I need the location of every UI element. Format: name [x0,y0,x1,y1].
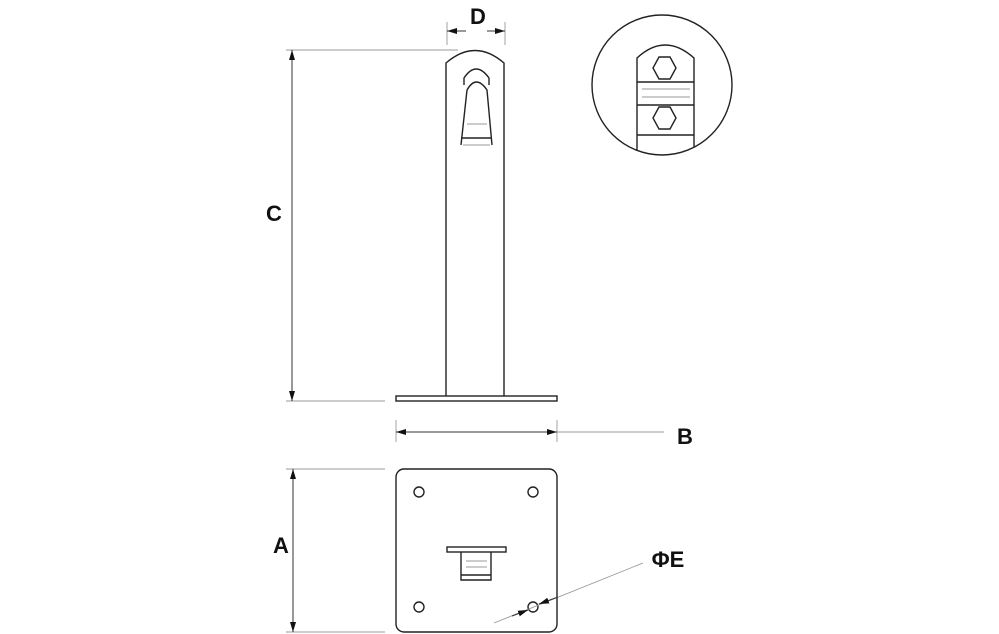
hex-bolt-icon [652,106,677,130]
base-plate-top-view [395,468,558,633]
post-side-view [395,49,558,402]
detail-view-bolts [591,14,733,156]
label-d: D [470,4,486,29]
dimension-a: A [273,468,385,633]
dimension-c: C [266,49,458,402]
label-b: B [677,424,693,449]
dimension-e: ΦE [493,547,685,624]
dimension-d: D [446,4,506,45]
dimension-b: B [395,420,693,449]
label-e: ΦE [652,547,685,572]
label-c: C [266,201,282,226]
label-a: A [273,533,289,558]
hex-bolt-icon [652,56,677,80]
